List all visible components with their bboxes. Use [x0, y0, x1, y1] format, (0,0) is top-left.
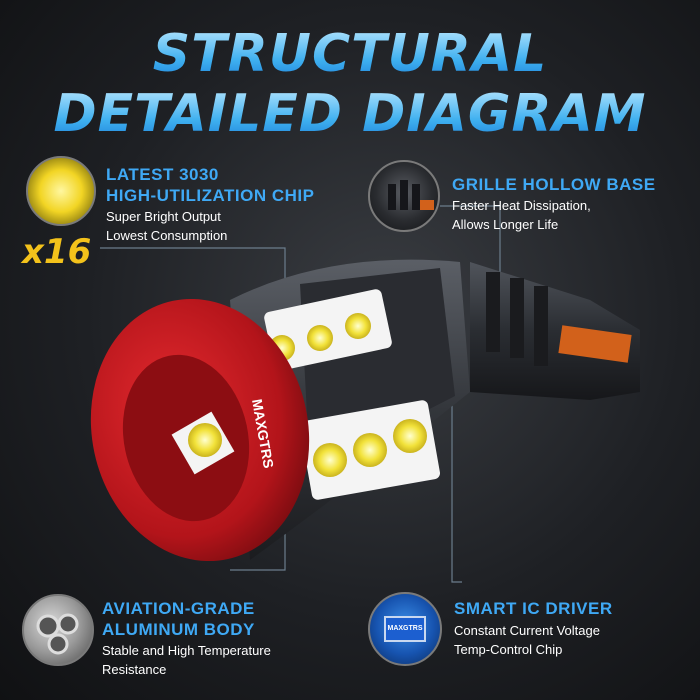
chip-count: x16 [22, 232, 92, 272]
chip-desc-2: Lowest Consumption [106, 228, 228, 243]
chip-title-1: LATEST 3030 [106, 165, 219, 184]
ic-driver-icon: MAXGTRS [368, 592, 442, 666]
chip-desc-1: Super Bright Output [106, 209, 221, 224]
red-front-cap [90, 298, 310, 562]
leader-body [230, 530, 286, 571]
ic-chip-label: MAXGTRS [387, 625, 423, 632]
chip-title-2: HIGH-UTILIZATION CHIP [106, 186, 315, 205]
driver-title: SMART IC DRIVER [454, 599, 613, 618]
leader-base [440, 205, 501, 296]
body-desc-2: Resistance [102, 662, 167, 677]
chip-icon [26, 156, 96, 226]
grille-icon-shape [388, 180, 434, 210]
driver-desc-1: Constant Current Voltage [454, 623, 600, 638]
body-title-1: AVIATION-GRADE [102, 599, 255, 618]
body-desc-1: Stable and High Temperature [102, 643, 271, 658]
body-title-2: ALUMINUM BODY [102, 620, 255, 639]
grille-base-icon [368, 160, 440, 232]
aluminum-tubes-shape [36, 613, 79, 655]
base-title: GRILLE HOLLOW BASE [452, 175, 656, 194]
title-line-2: DETAILED DIAGRAM [0, 84, 700, 144]
aluminum-body-icon [22, 594, 94, 666]
driver-desc-2: Temp-Control Chip [454, 642, 563, 657]
base-desc-1: Faster Heat Dissipation, [452, 198, 591, 213]
ic-chip-shape: MAXGTRS [384, 616, 426, 642]
grille-base [470, 262, 640, 400]
title-line-1: STRUCTURAL [0, 24, 700, 84]
base-desc-2: Allows Longer Life [452, 217, 559, 232]
